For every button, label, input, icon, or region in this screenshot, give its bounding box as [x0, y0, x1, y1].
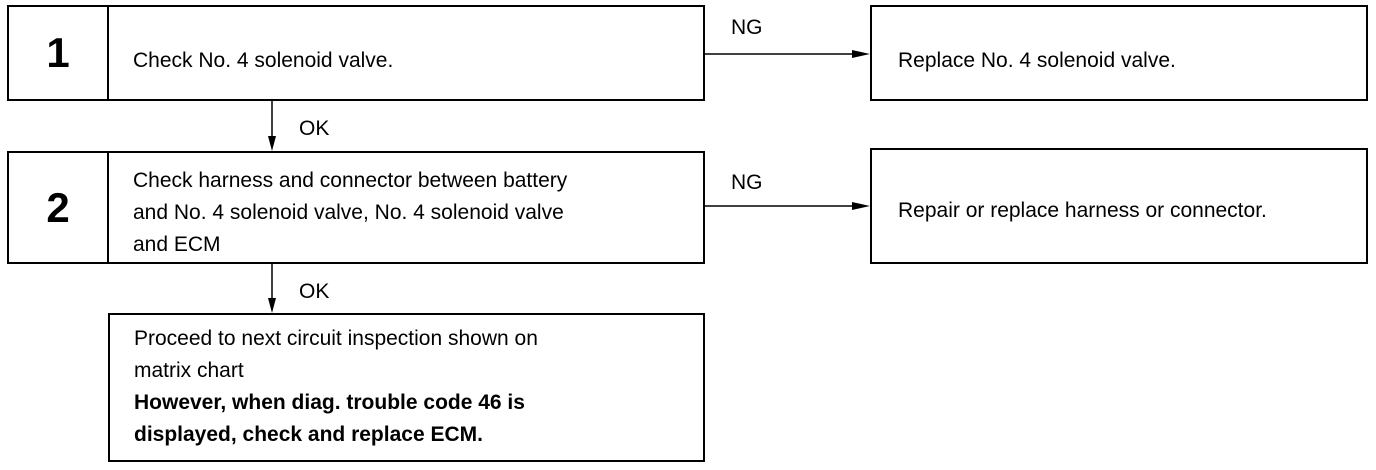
final-bold-line-2: displayed, check and replace ECM. — [134, 423, 483, 446]
step-2-box: 2 Check harness and connector between ba… — [7, 151, 705, 264]
ng-arrowhead-1 — [852, 50, 870, 58]
step-2-number: 2 — [9, 153, 109, 262]
final-line-2: matrix chart — [134, 359, 244, 382]
step-2-line-1: Check harness and connector between batt… — [133, 169, 568, 192]
step-2-ng-result-box: Repair or replace harness or connector. — [870, 148, 1368, 264]
final-box: Proceed to next circuit inspection shown… — [108, 313, 705, 462]
final-bold-line-1: However, when diag. trouble code 46 is — [134, 391, 525, 414]
step-1-box: 1 Check No. 4 solenoid valve. — [7, 5, 705, 101]
ok-label-2: OK — [299, 280, 330, 303]
step-2-line-2: and No. 4 solenoid valve, No. 4 solenoid… — [133, 201, 564, 224]
final-line-1: Proceed to next circuit inspection shown… — [134, 327, 538, 350]
ng-label-2: NG — [731, 171, 763, 194]
step-2-line-3: and ECM — [133, 233, 221, 256]
ng-arrowhead-2 — [852, 202, 870, 210]
step-1-number: 1 — [9, 7, 109, 99]
step-1-ng-result-text: Replace No. 4 solenoid valve. — [898, 49, 1176, 72]
step-1-ng-result-box: Replace No. 4 solenoid valve. — [870, 5, 1368, 101]
ok-arrowhead-2 — [268, 298, 276, 313]
ok-label-1: OK — [299, 117, 330, 140]
ok-arrowhead-1 — [268, 136, 276, 151]
ng-label-1: NG — [731, 16, 763, 39]
step-1-text: Check No. 4 solenoid valve. — [133, 49, 394, 72]
step-2-ng-result-text: Repair or replace harness or connector. — [898, 199, 1267, 222]
